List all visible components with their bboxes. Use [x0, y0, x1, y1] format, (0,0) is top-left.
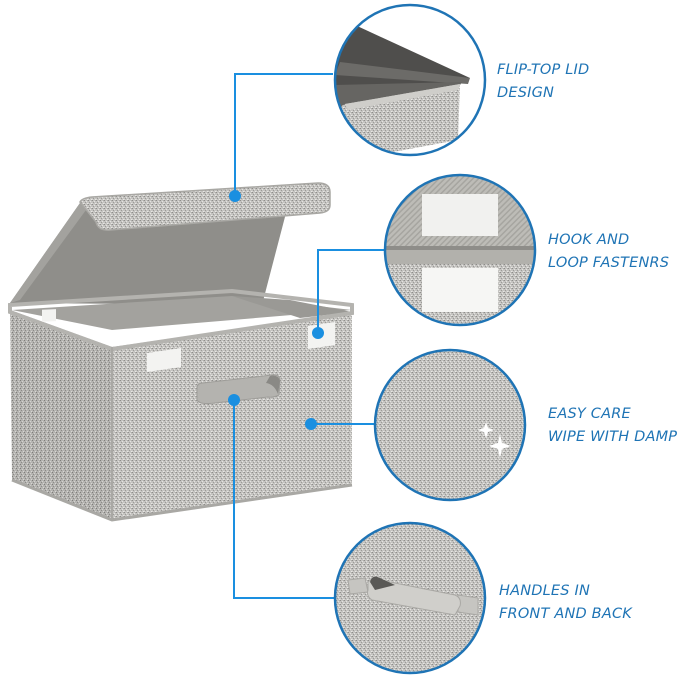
connector-dots	[228, 190, 324, 430]
feature-title: FLIP-TOP LID	[497, 62, 590, 78]
dot-fabric	[305, 418, 317, 430]
feature-subtitle: DESIGN	[497, 85, 555, 101]
dot-lid	[229, 190, 241, 202]
connector-velcro	[317, 249, 386, 334]
connector-handle	[233, 400, 335, 599]
feature-title: HANDLES IN	[499, 583, 591, 599]
storage-box	[8, 182, 354, 522]
feature-label-easy-care: EASY CARE WIPE WITH DAMP	[548, 403, 677, 449]
feature-title: EASY CARE	[548, 406, 631, 422]
detail-circle-fabric	[373, 348, 527, 502]
detail-circle-lid	[333, 3, 487, 157]
connector-lines	[233, 73, 386, 599]
sparkle-icon	[478, 422, 511, 458]
feature-subtitle: FRONT AND BACK	[499, 606, 632, 622]
dot-handle	[228, 394, 240, 406]
feature-subtitle: WIPE WITH DAMP	[548, 429, 678, 445]
feature-label-handles: HANDLES IN FRONT AND BACK	[499, 580, 632, 626]
feature-label-hook-and-loop: HOOK AND LOOP FASTENRS	[548, 229, 669, 275]
dot-velcro	[312, 327, 324, 339]
detail-circle-handle	[333, 521, 487, 675]
feature-title: HOOK AND	[548, 232, 630, 248]
connector-lid	[234, 73, 333, 195]
detail-circle-velcro	[383, 173, 537, 327]
feature-subtitle: LOOP FASTENRS	[548, 255, 670, 271]
feature-label-flip-top-lid: FLIP-TOP LID DESIGN	[497, 59, 589, 105]
